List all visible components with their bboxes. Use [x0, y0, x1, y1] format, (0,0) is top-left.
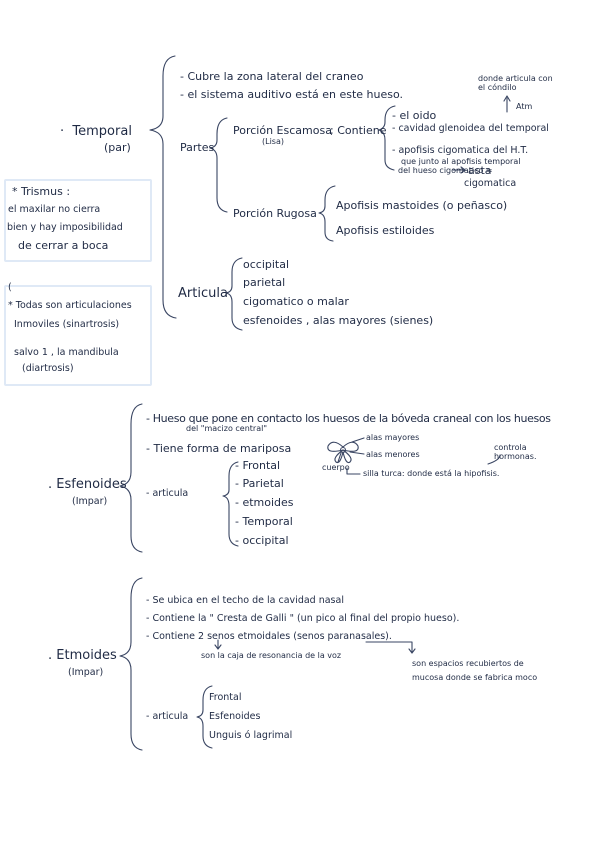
etmoides-line-3: - Contiene 2 senos etmoidales (senos par…: [146, 631, 392, 642]
trismus-line-1: el maxilar no cierra: [8, 204, 101, 215]
etmoides-articula-label: - articula: [146, 711, 189, 722]
contiene-oido: - el oido: [392, 109, 437, 122]
temporal-articula-cigomatico: cigomatico o malar: [243, 295, 349, 308]
contiene-apofisis-1: - apofisis cigomatica del H.T.: [392, 145, 529, 156]
trismus-title: * Trismus :: [12, 185, 71, 198]
esfenoides-articula-frontal: - Frontal: [235, 459, 281, 472]
porcion-escamosa-lisa: (Lisa): [262, 137, 284, 146]
temporal-articula-esfenoides: esfenoides , alas mayores (sienes): [243, 314, 434, 327]
etmoides-espacios-1: son espacios recubiertos de: [412, 659, 524, 668]
artic-line-2: Inmoviles (sinartrosis): [14, 319, 120, 330]
artic-line-1: * Todas son articulaciones: [8, 300, 132, 311]
etmoides-line-1: - Se ubica en el techo de la cavidad nas…: [146, 595, 344, 606]
esfenoides-articula-temporal: - Temporal: [235, 515, 293, 528]
temporal-articula-parietal: parietal: [243, 276, 286, 289]
trismus-line-2: bien y hay imposibilidad: [7, 222, 123, 233]
articulaciones-box: [4, 285, 152, 386]
etmoides-articula-bracket: [196, 685, 213, 749]
rugosa-bracket: [318, 185, 336, 242]
butterfly-alas-mayores: alas mayores: [366, 433, 420, 442]
temporal-main-bracket: [149, 55, 177, 319]
etmoides-title: . Etmoides: [48, 648, 117, 663]
controla-2: hormonas.: [494, 452, 537, 461]
temporal-title: · Temporal: [60, 124, 132, 139]
temporal-articula-occipital: occipital: [243, 258, 290, 271]
etmoides-caja-resonancia: son la caja de resonancia de la voz: [201, 651, 342, 660]
butterfly-cuerpo: cuerpo: [322, 463, 350, 472]
esfenoides-articula-bracket: [222, 461, 239, 547]
etmoides-articula-unguis: Unguis ó lagrimal: [209, 730, 293, 741]
butterfly-silla-turca: silla turca: donde está la hipofisis.: [363, 469, 500, 478]
partes-bracket: [209, 117, 228, 213]
esfenoides-subtitle: (Impar): [72, 496, 108, 507]
artic-line-3: salvo 1 , la mandibula: [14, 347, 119, 358]
etmoides-subtitle: (Impar): [68, 667, 104, 678]
trismus-box: [4, 179, 152, 262]
esfenoides-articula-label: - articula: [146, 488, 189, 499]
esfenoides-main-bracket: [119, 403, 143, 553]
artic-line-4: (diartrosis): [22, 363, 74, 374]
temporal-articula-label: Articula: [178, 286, 228, 301]
temporal-line-2: - el sistema auditivo está en este hueso…: [180, 88, 404, 101]
apofisis-mastoides: Apofisis mastoides (o peñasco): [336, 199, 508, 212]
esfenoides-title: . Esfenoides: [48, 477, 127, 492]
etmoides-main-bracket: [119, 577, 143, 751]
contiene-label: ; Contiene: [330, 124, 387, 137]
esfenoides-line-1a: - Hueso que pone en contacto los huesos …: [146, 412, 551, 425]
apofisis-estiloides: Apofisis estiloides: [336, 224, 435, 237]
butterfly-alas-menores: alas menores: [366, 450, 420, 459]
esfenoides-articula-etmoides: - etmoides: [235, 496, 294, 509]
note-atm: Atm: [516, 102, 533, 111]
contiene-cavidad: - cavidad glenoidea del temporal: [392, 123, 549, 134]
contiene-bracket: [378, 105, 396, 171]
stray-mark: (: [8, 282, 12, 293]
porcion-rugosa: Porción Rugosa: [233, 207, 317, 220]
controla-1: controla: [494, 443, 527, 452]
asta-1: asta: [468, 164, 492, 177]
etmoides-articula-esfenoides: Esfenoides: [209, 711, 261, 722]
temporal-articula-bracket: [225, 257, 243, 331]
temporal-line-1: - Cubre la zona lateral del craneo: [180, 70, 364, 83]
etmoides-line-2: - Contiene la " Cresta de Galli " (un pi…: [146, 613, 460, 624]
partes-label: Partes: [180, 141, 215, 154]
esfenoides-line-1b: del "macizo central": [186, 424, 268, 433]
esfenoides-line-2: - Tiene forma de mariposa: [146, 442, 292, 455]
contiene-apofisis-2: que junto al apofisis temporal: [401, 157, 521, 166]
esfenoides-articula-parietal: - Parietal: [235, 477, 284, 490]
note-condilo-1: donde articula con: [478, 74, 553, 83]
note-condilo-2: el cóndilo: [478, 83, 517, 92]
esfenoides-articula-occipital: - occipital: [235, 534, 289, 547]
asta-2: cigomatica: [464, 178, 517, 189]
porcion-escamosa: Porción Escamosa: [233, 124, 332, 137]
trismus-line-3: de cerrar a boca: [18, 239, 109, 252]
etmoides-espacios-2: mucosa donde se fabrica moco: [412, 673, 538, 682]
temporal-subtitle: (par): [104, 141, 131, 154]
etmoides-articula-frontal: Frontal: [209, 692, 242, 703]
contiene-apofisis-3: del hueso cigomatico =: [398, 166, 493, 175]
